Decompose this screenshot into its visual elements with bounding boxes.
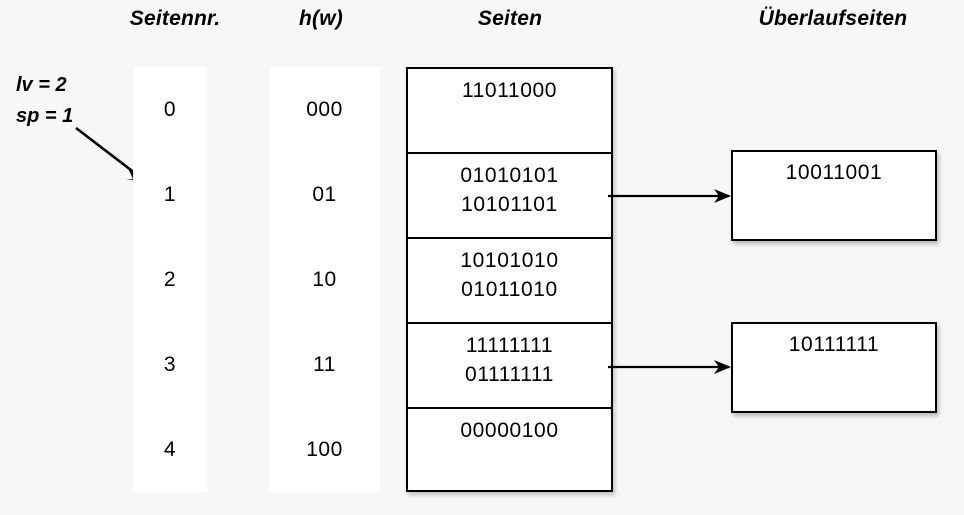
page-number-column: 0 1 2 3 4 [133,67,207,492]
page-entry: 11011000 [461,79,558,102]
page-number-cell: 1 [163,182,177,206]
pages-table: 11011000 01010101 10101101 10101010 0101… [406,67,613,492]
page-entry: 01010101 [460,164,559,187]
hash-value-cell: 100 [306,437,343,461]
page-bucket: 01010101 10101101 [408,152,611,239]
split-pointer-annotation: sp = 1 [16,105,74,127]
hash-value-cell: 11 [313,352,336,376]
level-annotation: lv = 2 [16,74,67,96]
page-bucket: 00000100 [408,407,611,494]
overflow-arrow-icon [608,360,731,374]
overflow-page: 10111111 [731,322,937,413]
page-bucket: 11011000 [408,69,611,154]
column-header-page-number: Seitennr. [129,7,221,30]
hash-value-cell: 01 [312,182,337,206]
column-header-pages: Seiten [477,7,543,30]
page-entry: 10101101 [461,193,558,216]
page-number-cell: 0 [163,97,177,121]
page-entry: 11111111 [465,334,554,357]
column-header-hash-function: h(w) [299,7,343,30]
page-entry: 01011010 [461,278,558,301]
hash-value-cell: 000 [306,97,343,121]
page-number-cell: 2 [163,267,177,291]
overflow-entry: 10111111 [788,333,880,356]
hash-value-column: 000 01 10 11 100 [269,67,380,492]
page-number-cell: 3 [163,352,177,376]
page-entry: 10101010 [460,249,559,272]
hash-value-cell: 10 [312,267,337,291]
overflow-entry: 10011001 [785,161,883,184]
overflow-page: 10011001 [731,150,937,241]
page-bucket: 11111111 01111111 [408,322,611,409]
column-header-overflow-pages: Überlaufseiten [758,7,908,30]
page-bucket: 10101010 01011010 [408,237,611,324]
page-number-cell: 4 [163,437,177,461]
page-entry: 00000100 [460,419,559,442]
overflow-arrow-icon [608,189,731,203]
page-entry: 01111111 [465,363,554,386]
